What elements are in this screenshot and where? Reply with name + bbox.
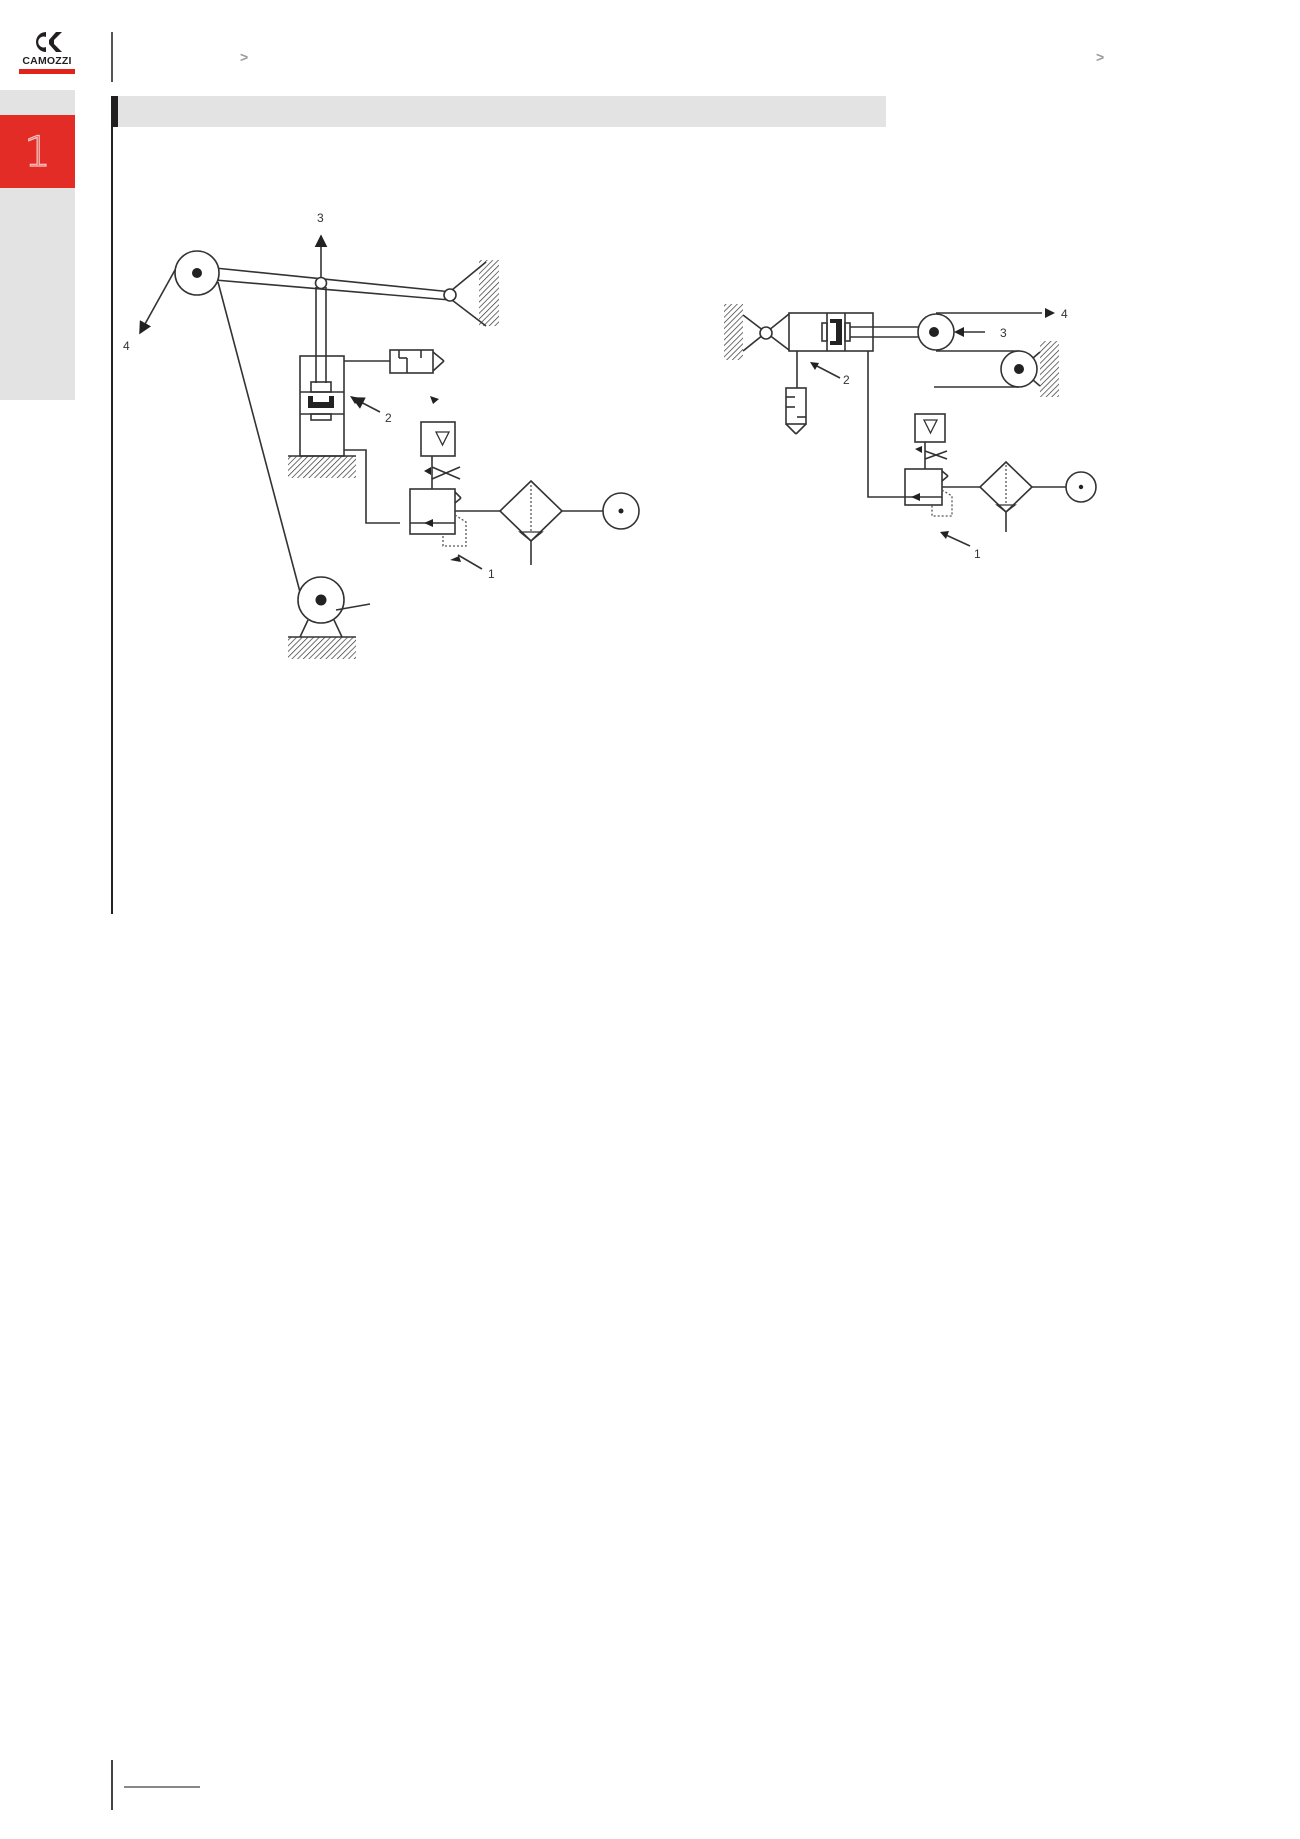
brand-name: CAMOZZI: [22, 55, 72, 67]
section-bar-accent: [111, 96, 118, 127]
label-valve-1: 1: [974, 547, 981, 561]
label-valve-1: 1: [488, 567, 495, 581]
breadcrumb-arrow-left: >: [240, 49, 249, 65]
diagram-left: 3 4 2 1: [123, 211, 640, 659]
footer-rule: [124, 1786, 200, 1788]
breadcrumb-arrow-right: >: [1096, 49, 1105, 65]
label-force-3: 3: [317, 211, 324, 225]
label-web-4: 4: [1061, 307, 1068, 321]
label-web-4: 4: [123, 339, 130, 353]
camozzi-logo-icon: [36, 32, 62, 52]
label-force-3: 3: [1000, 326, 1007, 340]
content-divider: [111, 96, 113, 914]
label-cylinder-2: 2: [843, 373, 850, 387]
section-header-bar: [111, 96, 886, 127]
camozzi-logo: CAMOZZI: [18, 30, 76, 74]
header-divider: [111, 32, 113, 82]
side-tab-chapter-1[interactable]: 1: [0, 115, 75, 188]
label-cylinder-2: 2: [385, 411, 392, 425]
side-tab-label: 1: [24, 126, 52, 176]
brand-bar: [19, 69, 75, 74]
footer-divider: [111, 1760, 113, 1810]
diagram-right: 4 3 2 1: [724, 304, 1097, 561]
